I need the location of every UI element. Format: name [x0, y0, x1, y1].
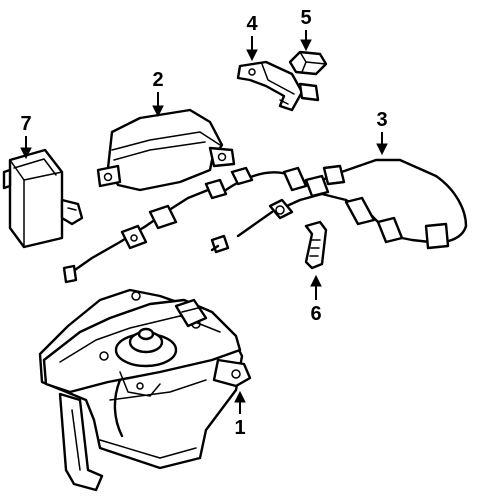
control-module-part[interactable] — [2, 148, 84, 249]
arrow-head-1 — [234, 390, 246, 403]
cruise-control-cable-part[interactable] — [210, 158, 468, 254]
actuator-assembly-part[interactable] — [38, 288, 252, 492]
clip-part[interactable] — [288, 50, 328, 76]
callout-label-1: 1 — [234, 417, 245, 439]
arrow-head-6 — [310, 274, 322, 287]
callout-label-3: 3 — [376, 109, 387, 131]
callout-label-4: 4 — [246, 13, 258, 35]
arrow-head-5 — [300, 39, 312, 52]
mounting-bracket-part[interactable] — [236, 60, 320, 112]
callout-label-6: 6 — [310, 303, 321, 325]
actuator-cover-part[interactable] — [96, 108, 236, 192]
arrow-head-7 — [20, 147, 32, 160]
cable-bracket-part[interactable] — [304, 220, 328, 270]
arrow-head-2 — [152, 105, 164, 118]
arrow-head-3 — [376, 143, 388, 156]
throttle-cable-part[interactable] — [62, 178, 228, 284]
callout-label-5: 5 — [300, 7, 311, 29]
arrow-head-4 — [246, 49, 258, 62]
callout-label-2: 2 — [152, 69, 163, 91]
callout-label-7: 7 — [20, 113, 31, 135]
